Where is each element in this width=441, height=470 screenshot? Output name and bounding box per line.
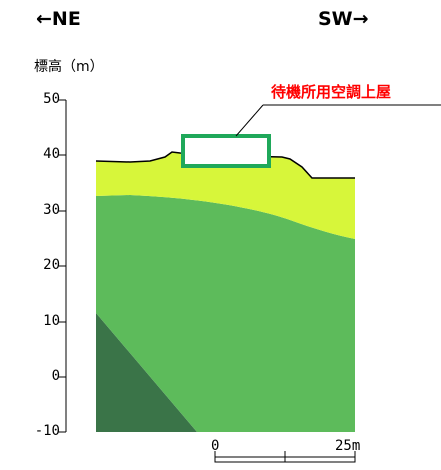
elevation-unit-label: 標高（m） [34, 59, 104, 75]
tick-label-20: 20 [43, 257, 60, 273]
tick-label-50: 50 [43, 91, 60, 107]
structure-outline [181, 134, 271, 168]
tick-label-40: 40 [43, 146, 60, 162]
structure-callout-label: 待機所用空調上屋 [271, 83, 392, 101]
scale-start-label: 0 [211, 438, 220, 454]
scale-end-label: 25m [335, 438, 361, 454]
upper-layer [96, 152, 355, 239]
direction-sw-label: SW→ [318, 8, 369, 30]
tick-label-10: 10 [43, 313, 60, 329]
tick-label-neg10: -10 [34, 423, 60, 439]
scale-bar [214, 451, 356, 463]
direction-ne-label: ←NE [36, 8, 81, 30]
y-axis-ticks [58, 99, 66, 433]
middle-layer [96, 195, 355, 432]
tick-label-0: 0 [51, 368, 60, 384]
tick-label-30: 30 [43, 202, 60, 218]
callout-leader-line [235, 104, 264, 137]
